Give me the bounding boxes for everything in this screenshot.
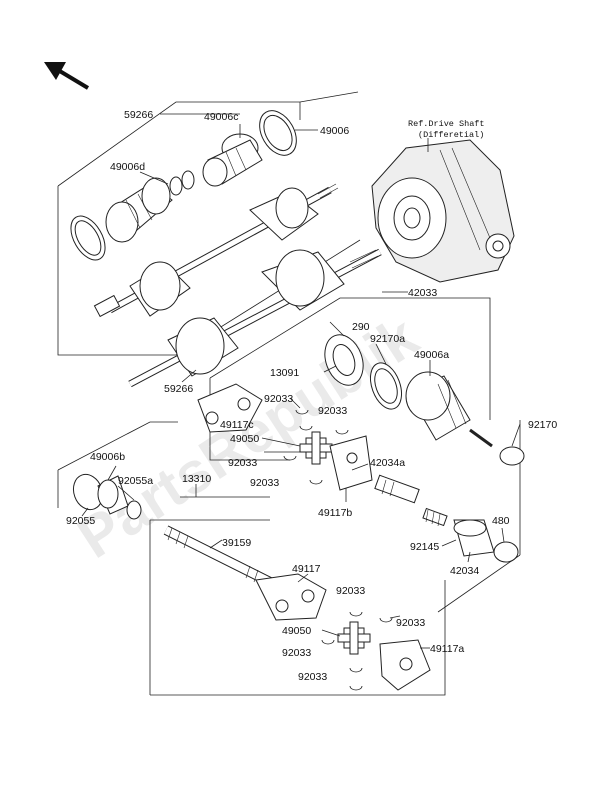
part-number-labels: 59266 49006c 49006 49006d 42033 290 9217… xyxy=(66,109,557,683)
label-49117b: 49117b xyxy=(318,507,352,519)
small-rings xyxy=(169,170,195,196)
label-39159: 39159 xyxy=(222,537,251,549)
spline-shaft-42034a xyxy=(374,474,420,504)
snap-rings-upper xyxy=(283,409,349,485)
yoke-49117a xyxy=(379,639,431,691)
sleeve-42034 xyxy=(453,519,495,557)
ref-note-line2: (Differetial) xyxy=(418,130,484,140)
label-49006a: 49006a xyxy=(414,349,449,361)
universal-joint-cross-lower xyxy=(337,621,371,655)
label-92170a: 92170a xyxy=(370,333,405,345)
circlip-480 xyxy=(493,541,519,563)
differential-housing xyxy=(371,139,515,283)
label-42034a: 42034a xyxy=(370,457,405,469)
ref-note: Ref.Drive Shaft (Differetial) xyxy=(408,119,485,140)
snap-rings-lower xyxy=(321,611,393,691)
label-13091: 13091 xyxy=(270,367,299,379)
label-49050-bottom: 49050 xyxy=(282,625,311,637)
boot-49006a xyxy=(405,371,493,448)
ref-note-line1: Ref.Drive Shaft xyxy=(408,119,485,129)
label-92055a: 92055a xyxy=(118,475,153,487)
o-ring-92055a xyxy=(126,500,142,520)
label-49117c: 49117c xyxy=(220,419,254,431)
label-13310: 13310 xyxy=(182,473,211,485)
upper-group-outline xyxy=(57,91,361,356)
yoke-49117 xyxy=(255,573,327,621)
propeller-shaft-group-outline xyxy=(57,420,521,696)
clamp-ring-left xyxy=(70,215,106,261)
label-59266-bottom: 59266 xyxy=(164,383,193,395)
direction-arrow-icon xyxy=(44,62,90,90)
label-49006d: 49006d xyxy=(110,161,145,173)
label-92033-f: 92033 xyxy=(396,617,425,629)
label-59266-top: 59266 xyxy=(124,109,153,121)
drive-axle-upper xyxy=(93,183,339,318)
label-49006c: 49006c xyxy=(204,111,238,123)
label-290: 290 xyxy=(352,321,370,333)
label-92033-b: 92033 xyxy=(318,405,347,417)
oil-seal-13091 xyxy=(324,334,364,386)
label-49117a: 49117a xyxy=(430,643,464,655)
label-92145: 92145 xyxy=(410,541,439,553)
label-92055: 92055 xyxy=(66,515,95,527)
drive-axle-lower xyxy=(128,248,382,388)
boot-49006d xyxy=(105,177,173,243)
label-92033-g: 92033 xyxy=(282,647,311,659)
label-49006: 49006 xyxy=(320,125,349,137)
label-42034: 42034 xyxy=(450,565,479,577)
label-92033-e: 92033 xyxy=(336,585,365,597)
label-92033-a: 92033 xyxy=(264,393,293,405)
leader-lines xyxy=(81,113,521,649)
boot-49006c xyxy=(202,133,263,187)
label-480: 480 xyxy=(492,515,510,527)
yoke-42034a xyxy=(329,435,373,491)
label-49050-top: 49050 xyxy=(230,433,259,445)
label-92033-d: 92033 xyxy=(250,477,279,489)
label-92033-h: 92033 xyxy=(298,671,327,683)
propeller-shaft-39159 xyxy=(163,525,285,593)
label-49006b: 49006b xyxy=(90,451,125,463)
label-49117: 49117 xyxy=(292,563,321,575)
ring-92170a xyxy=(369,362,403,410)
spring-92145 xyxy=(422,507,448,527)
label-92033-c: 92033 xyxy=(228,457,257,469)
clip-92170 xyxy=(499,446,525,466)
yoke-49117c xyxy=(197,383,263,433)
label-42033-upper: 42033 xyxy=(408,287,437,299)
clamp-ring-49006 xyxy=(259,110,297,156)
universal-joint-cross-upper xyxy=(299,431,333,465)
label-92170: 92170 xyxy=(528,419,557,431)
